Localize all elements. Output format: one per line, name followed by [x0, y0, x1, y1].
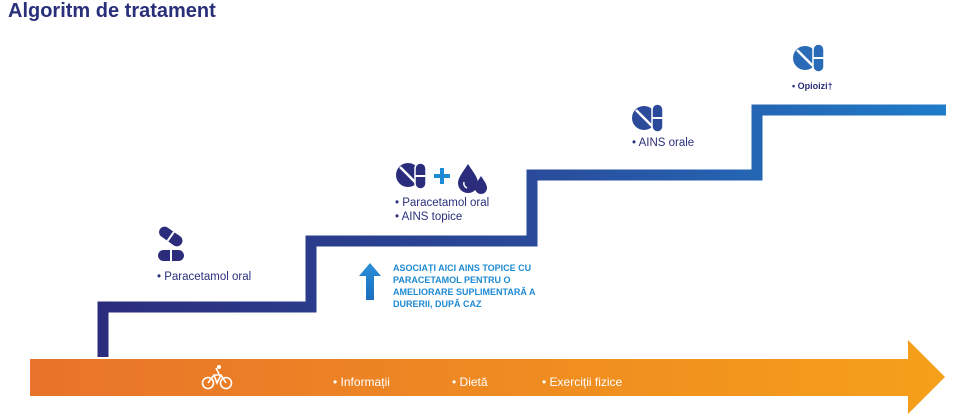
pill-tablet-icon: [396, 162, 427, 190]
band-item-exercise: • Exerciții fizice: [542, 375, 623, 389]
step3-item: • AINS orale: [632, 137, 695, 149]
pill-tablet-icon: [793, 43, 825, 73]
step2-item: • Paracetamol oral: [395, 197, 490, 209]
staircase-line: [97, 104, 946, 357]
arrow-up-icon: [359, 263, 381, 300]
band-item-diet: • Dietă: [452, 375, 488, 389]
bicycle-icon: [201, 365, 233, 390]
combination-note: Asociați aici AINS topice cu paracetamol…: [393, 263, 536, 309]
base-arrow-band: [30, 340, 945, 414]
page-title: Algoritm de tratament: [8, 0, 216, 22]
band-item-info: • Informații: [333, 375, 390, 389]
step2-labels: • Paracetamol oral • AINS topice: [395, 196, 489, 224]
pill-capsule-icon: [158, 226, 184, 261]
plus-icon: [434, 168, 450, 184]
step2-item: • AINS topice: [395, 211, 463, 223]
step3-labels: • AINS orale: [632, 136, 694, 150]
step1-labels: • Paracetamol oral: [157, 270, 251, 284]
step1-item: • Paracetamol oral: [157, 271, 252, 283]
step4-item: • Opioizi†: [792, 81, 833, 91]
pill-tablet-icon: [632, 103, 664, 133]
step4-labels: • Opioizi†: [792, 79, 833, 93]
gel-drops-icon: [458, 164, 487, 194]
